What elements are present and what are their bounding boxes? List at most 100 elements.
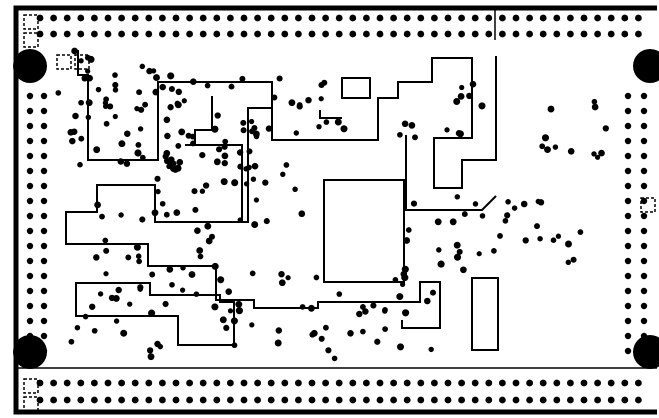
via (167, 72, 175, 80)
connector-pad-bottom (499, 396, 506, 404)
connector-pad-top (308, 14, 316, 22)
board-outline (13, 5, 657, 415)
via (469, 80, 477, 88)
connector-pad-left (40, 92, 48, 100)
connector-pad-right (640, 122, 648, 130)
connector-pad-right (624, 212, 632, 220)
via (139, 154, 146, 161)
square-pad (640, 197, 656, 213)
via (178, 128, 186, 136)
connector-pad-bottom (580, 396, 588, 404)
connector-pad-right (640, 227, 648, 235)
via (594, 154, 601, 160)
via (219, 316, 227, 324)
connector-pad-bottom (526, 379, 533, 387)
connector-pad-bottom (580, 379, 588, 387)
connector-pad-bottom (444, 379, 452, 387)
via (69, 137, 76, 145)
connector-pad-top (376, 14, 384, 22)
connector-pad-bottom (104, 396, 112, 404)
connector-pad-right (624, 137, 632, 145)
via (217, 276, 225, 284)
via (598, 149, 605, 157)
connector-pad-top (77, 14, 85, 22)
via (135, 141, 142, 148)
via (374, 338, 381, 345)
connector-pad-right (624, 347, 632, 355)
via (246, 148, 253, 155)
via (334, 118, 342, 126)
via (396, 343, 405, 351)
via (253, 197, 260, 203)
via (167, 104, 174, 111)
connector-pad-right (624, 107, 632, 115)
via (193, 291, 200, 297)
connector-pad-left (40, 287, 48, 295)
via (461, 211, 468, 218)
connector-pad-bottom (471, 396, 479, 404)
connector-pad-top (363, 14, 370, 22)
connector-pad-bottom (104, 379, 112, 387)
connector-pad-top (390, 30, 397, 38)
connector-pad-top (376, 30, 384, 38)
connector-pad-bottom (240, 379, 248, 387)
via (146, 347, 154, 354)
connector-pad-right (624, 92, 632, 100)
connector-pad-bottom (131, 396, 139, 404)
connector-pad-top (594, 30, 601, 38)
connector-pad-top (227, 30, 234, 38)
connector-pad-top (240, 14, 248, 22)
connector-pad-top (431, 14, 438, 22)
connector-pad-top (594, 14, 601, 22)
via (408, 122, 416, 129)
connector-pad-top (159, 14, 166, 22)
copper-traces (65, 50, 499, 351)
connector-pad-top (199, 30, 207, 38)
via (162, 153, 169, 160)
mounting-hole (633, 335, 659, 369)
connector-pad-bottom (567, 379, 574, 387)
via (175, 142, 182, 149)
via (78, 99, 84, 106)
connector-pad-left (26, 137, 34, 145)
connector-pad-top (635, 14, 642, 22)
via (453, 241, 461, 249)
trace-7 (471, 277, 499, 351)
connector-pad-right (640, 92, 648, 100)
via (149, 271, 156, 278)
via (466, 92, 473, 100)
board-edge (13, 5, 657, 415)
square-pad (23, 32, 39, 48)
connector-pad-right (640, 302, 648, 310)
via (276, 75, 283, 82)
connector-pad-top (145, 14, 153, 22)
via (118, 140, 126, 148)
via (211, 262, 219, 270)
connector-pad-bottom (594, 379, 601, 387)
via (555, 233, 562, 239)
via (97, 291, 104, 297)
via (401, 120, 409, 128)
connector-pad-top (403, 14, 411, 22)
connector-pad-bottom (403, 379, 411, 387)
via (591, 151, 597, 157)
connector-pad-bottom (227, 396, 234, 404)
connector-pad-top (213, 30, 221, 38)
connector-pad-bottom (417, 396, 425, 404)
via-field (55, 47, 609, 362)
connector-pad-bottom (390, 379, 397, 387)
connector-pad-top (607, 30, 615, 38)
connector-pad-left (40, 182, 48, 190)
connector-pad-top (213, 14, 221, 22)
connector-pad-right (624, 227, 632, 235)
via (565, 259, 572, 266)
via (460, 266, 467, 274)
connector-pad-right (624, 122, 632, 130)
via (118, 212, 124, 218)
connector-pad-top (295, 30, 302, 38)
connector-pad-top (131, 14, 139, 22)
square-pad (74, 54, 90, 70)
via (125, 254, 132, 261)
connector-pad-right (640, 182, 648, 190)
